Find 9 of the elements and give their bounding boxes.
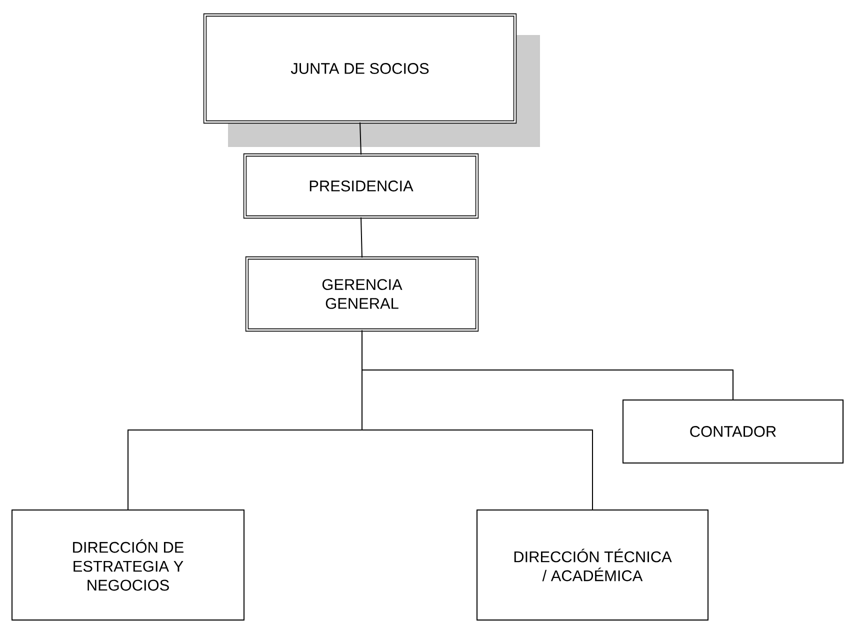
connector-line bbox=[362, 330, 593, 510]
org-box: JUNTA DE SOCIOS bbox=[203, 13, 517, 124]
org-box: CONTADOR bbox=[622, 400, 844, 464]
org-box: GERENCIA GENERAL bbox=[245, 256, 479, 332]
connector-line bbox=[360, 122, 362, 156]
org-box: PRESIDENCIA bbox=[243, 153, 479, 219]
connector-line bbox=[360, 216, 362, 258]
org-box: DIRECCIÓN TÉCNICA / ACADÉMICA bbox=[476, 510, 708, 620]
org-box: DIRECCIÓN DE ESTRATEGIA Y NEGOCIOS bbox=[12, 510, 244, 620]
